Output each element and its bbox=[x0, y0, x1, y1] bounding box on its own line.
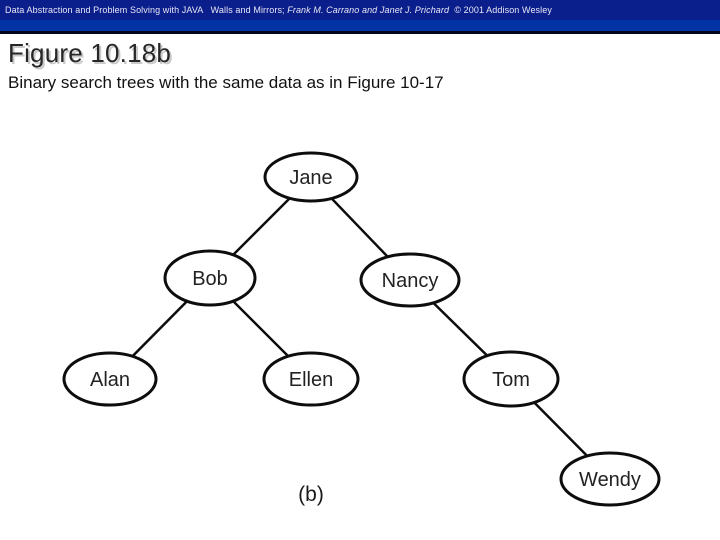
header-bar: Data Abstraction and Problem Solving wit… bbox=[0, 0, 720, 20]
tree-node-jane: Jane bbox=[263, 151, 359, 203]
header-citation: Data Abstraction and Problem Solving wit… bbox=[0, 0, 552, 20]
tree-node-ellipse-bob bbox=[163, 249, 257, 307]
tree-node-label-ellen: Ellen bbox=[289, 369, 333, 391]
header-band-mid bbox=[0, 20, 720, 31]
header-citation-plain: Data Abstraction and Problem Solving wit… bbox=[5, 5, 288, 15]
header-citation-authors: Frank M. Carrano and Janet J. Prichard bbox=[287, 5, 450, 15]
page-title: Figure 10.18b bbox=[8, 38, 172, 68]
tree-node-bob: Bob bbox=[163, 249, 257, 307]
tree-node-label-tom: Tom bbox=[492, 369, 530, 391]
tree-node-ellipse-nancy bbox=[359, 252, 461, 308]
tree-node-ellipse-alan bbox=[62, 351, 158, 407]
tree-node-wendy: Wendy bbox=[559, 451, 661, 507]
tree-node-nancy: Nancy bbox=[359, 252, 461, 308]
page-subtitle: Binary search trees with the same data a… bbox=[8, 73, 444, 92]
tree-node-label-bob: Bob bbox=[192, 268, 228, 290]
tree-node-tom: Tom bbox=[462, 350, 560, 408]
tree-node-label-nancy: Nancy bbox=[382, 270, 439, 292]
tree-node-ellipse-ellen bbox=[262, 351, 360, 407]
tree-node-ellipse-wendy bbox=[559, 451, 661, 507]
figure-label: (b) bbox=[298, 483, 324, 506]
tree-node-label-wendy: Wendy bbox=[579, 469, 641, 491]
tree-node-ellipse-tom bbox=[462, 350, 560, 408]
header-citation-copyright: © 2001 Addison Wesley bbox=[449, 5, 552, 15]
tree-node-ellipse-jane bbox=[263, 151, 359, 203]
header-band-line bbox=[0, 31, 720, 34]
tree-node-label-jane: Jane bbox=[289, 167, 332, 189]
tree-node-alan: Alan bbox=[62, 351, 158, 407]
tree-node-label-alan: Alan bbox=[90, 369, 130, 391]
tree-node-ellen: Ellen bbox=[262, 351, 360, 407]
